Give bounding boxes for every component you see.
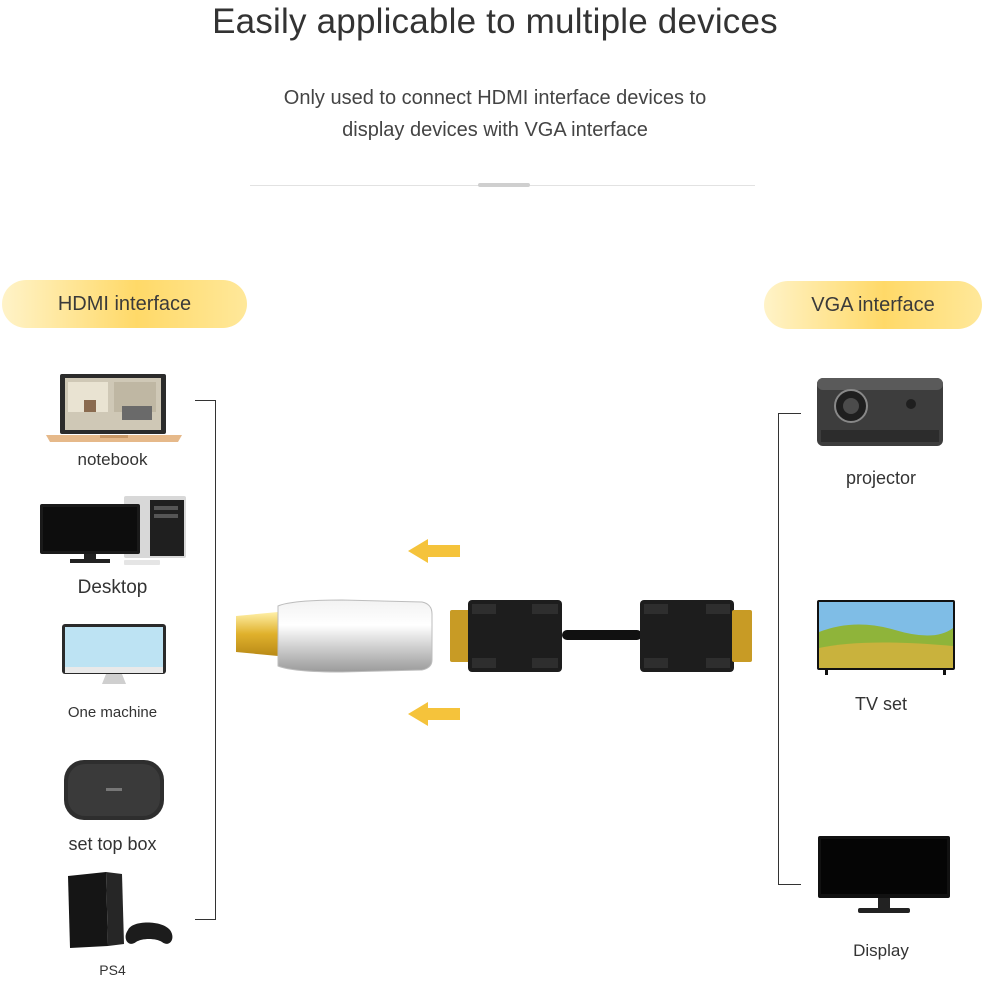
device-label-desktop: Desktop (77, 577, 148, 598)
tv-icon (815, 600, 957, 676)
desktop-computer-icon (38, 496, 190, 568)
vga-devices-bracket (778, 413, 801, 885)
hdmi-devices-bracket (195, 400, 216, 920)
device-label-projector: projector (845, 468, 917, 488)
arrow-left-icon (406, 700, 462, 728)
device-label-notebook: notebook (77, 450, 148, 469)
vga-interface-badge: VGA interface (764, 281, 982, 329)
game-console-icon (66, 872, 178, 950)
hdmi-interface-badge: HDMI interface (2, 280, 247, 328)
subtitle-line-2: display devices with VGA interface (342, 119, 648, 141)
hdmi-interface-label: HDMI interface (57, 292, 192, 315)
hdmi-to-vga-adapter-icon (232, 596, 762, 678)
device-label-set-top-box: set top box (68, 834, 157, 854)
page-title: Easily applicable to multiple devices (212, 2, 778, 41)
monitor-icon (816, 834, 952, 916)
device-label-tv-set: TV set (854, 694, 907, 714)
laptop-icon (44, 372, 184, 444)
subtitle-line-1: Only used to connect HDMI interface devi… (283, 87, 707, 109)
device-label-one-machine: One machine (67, 704, 158, 721)
projector-icon (815, 376, 945, 450)
arrow-left-icon (406, 537, 462, 565)
all-in-one-pc-icon (60, 624, 168, 688)
divider-mark (478, 183, 530, 187)
vga-interface-label: VGA interface (811, 293, 935, 316)
device-label-display: Display (853, 941, 909, 960)
set-top-box-icon (62, 758, 166, 824)
device-label-ps4: PS4 (99, 962, 126, 978)
